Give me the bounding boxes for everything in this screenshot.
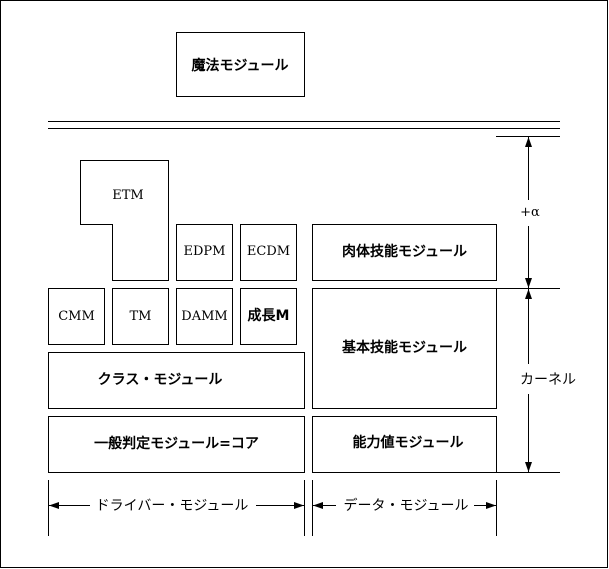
- edpm-module-label: EDPM: [184, 244, 226, 259]
- general-module-box: [48, 416, 305, 473]
- driver-label: ドライバー・モジュール: [96, 498, 249, 514]
- basic-skill-module-box: [312, 288, 497, 409]
- data-label: データ・モジュール: [343, 497, 468, 514]
- data-arrow-left-icon: [313, 502, 323, 509]
- plus-alpha-label: +α: [520, 205, 540, 220]
- magic-module-box: [176, 32, 305, 97]
- kernel-arrow-down-icon: [525, 462, 532, 472]
- ecdm-module-label: ECDM: [247, 244, 290, 259]
- class-module-label: クラス・モジュール: [98, 372, 223, 388]
- cmm-module-label: CMM: [58, 309, 95, 324]
- cmm-module-box: [48, 288, 105, 345]
- basic-skill-module-label: 基本技能モジュール: [342, 339, 467, 356]
- kernel-arrow-up-icon: [525, 289, 532, 299]
- plus-alpha-arrow-down-icon: [525, 278, 532, 288]
- growth-module-box: [240, 288, 297, 345]
- driver-arrow-right-icon: [294, 502, 304, 509]
- ecdm-module-box: [240, 224, 297, 281]
- damm-module-label: DAMM: [181, 309, 227, 324]
- growth-module-label: 成長M: [248, 307, 290, 324]
- etm-module-label: ETM: [112, 188, 143, 203]
- driver-arrow-left-icon: [49, 502, 59, 509]
- body-skill-module-box: [312, 224, 497, 281]
- data-arrow-right-icon: [486, 502, 496, 509]
- class-module-box: [48, 352, 305, 409]
- kernel-label: カーネル: [520, 372, 576, 388]
- edpm-module-box: [176, 224, 233, 281]
- etm-module-box: [80, 160, 169, 281]
- ability-module-label: 能力値モジュール: [352, 434, 463, 451]
- magic-module-label: 魔法モジュール: [191, 57, 288, 74]
- tm-module-box: [112, 288, 169, 345]
- damm-module-box: [176, 288, 233, 345]
- ability-module-box: [312, 416, 497, 473]
- body-skill-module-label: 肉体技能モジュール: [342, 243, 467, 260]
- tm-module-label: TM: [130, 309, 152, 324]
- general-module-label: 一般判定モジュール=コア: [94, 435, 259, 452]
- plus-alpha-arrow-up-icon: [525, 137, 532, 147]
